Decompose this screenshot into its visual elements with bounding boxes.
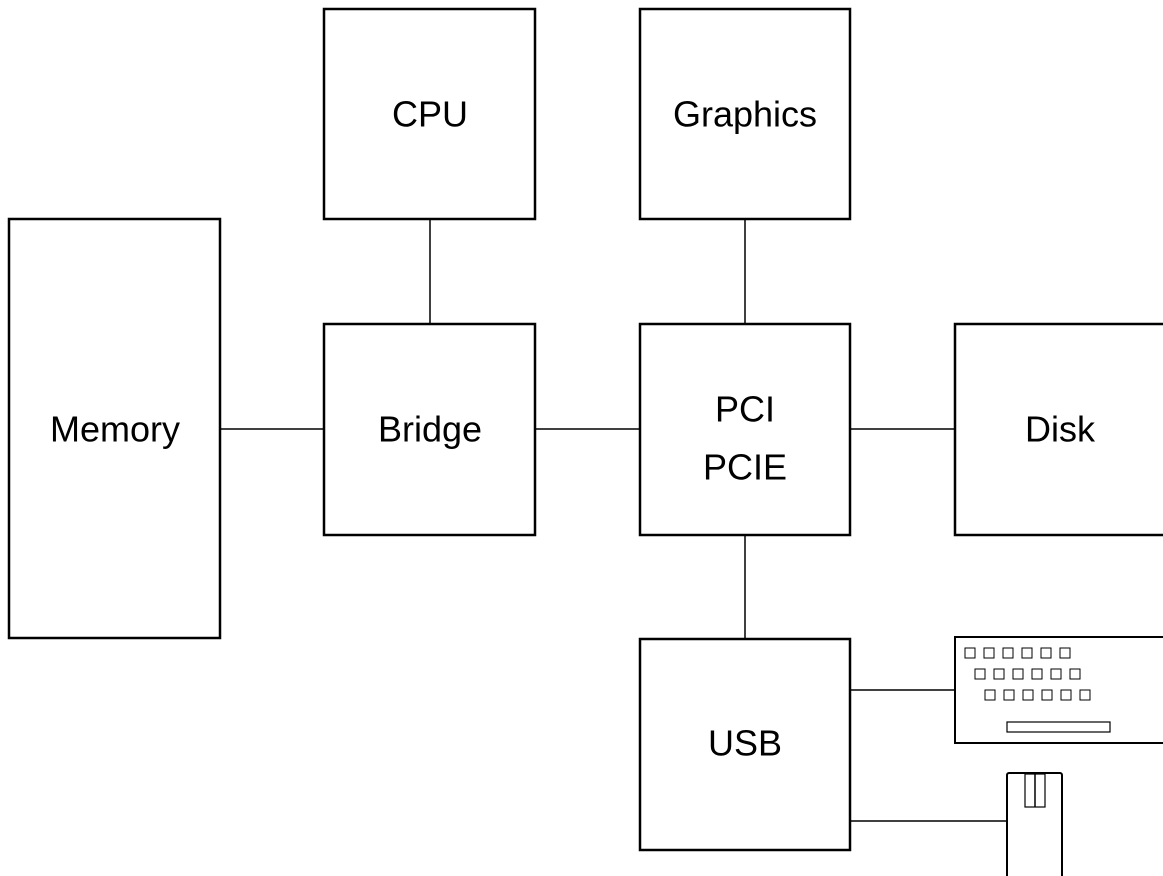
keyboard-key [1069,668,1081,680]
keyboard-icon [954,636,1163,744]
connections [220,219,1007,822]
keyboard-key [1079,689,1091,701]
keyboard-key [1021,647,1033,659]
keyboard-spacebar [1006,721,1111,733]
keyboard-key [1003,689,1015,701]
usb-label: USB [708,723,782,764]
memory-node: Memory [7,217,222,640]
keyboard-key [984,689,996,701]
keyboard-key [1031,668,1043,680]
cpu-node: CPU [322,7,537,221]
bridge-label: Bridge [378,409,482,450]
keyboard-key [993,668,1005,680]
keyboard-key [1059,647,1071,659]
keyboard-key [964,647,976,659]
keyboard-key [1022,689,1034,701]
graphics-node: Graphics [638,7,852,221]
keyboard-key [1060,689,1072,701]
usb-node: USB [638,637,852,852]
keyboard-keys [964,647,1091,701]
memory-label: Memory [50,409,180,450]
cpu-label: CPU [392,94,468,135]
disk-node: Disk [953,322,1163,537]
keyboard-key [1041,689,1053,701]
keyboard-key [1012,668,1024,680]
keyboard-key [1002,647,1014,659]
pci-node: PCI PCIE [638,322,852,537]
pci-label-line2: PCIE [703,447,787,488]
usb-flash-drive-icon [1006,772,1063,876]
keyboard-key [1040,647,1052,659]
keyboard-key [1050,668,1062,680]
graphics-label: Graphics [673,94,817,135]
keyboard-key [983,647,995,659]
pci-label-line1: PCI [715,389,775,430]
bridge-node: Bridge [322,322,537,537]
keyboard-key [974,668,986,680]
disk-label: Disk [1025,409,1096,450]
